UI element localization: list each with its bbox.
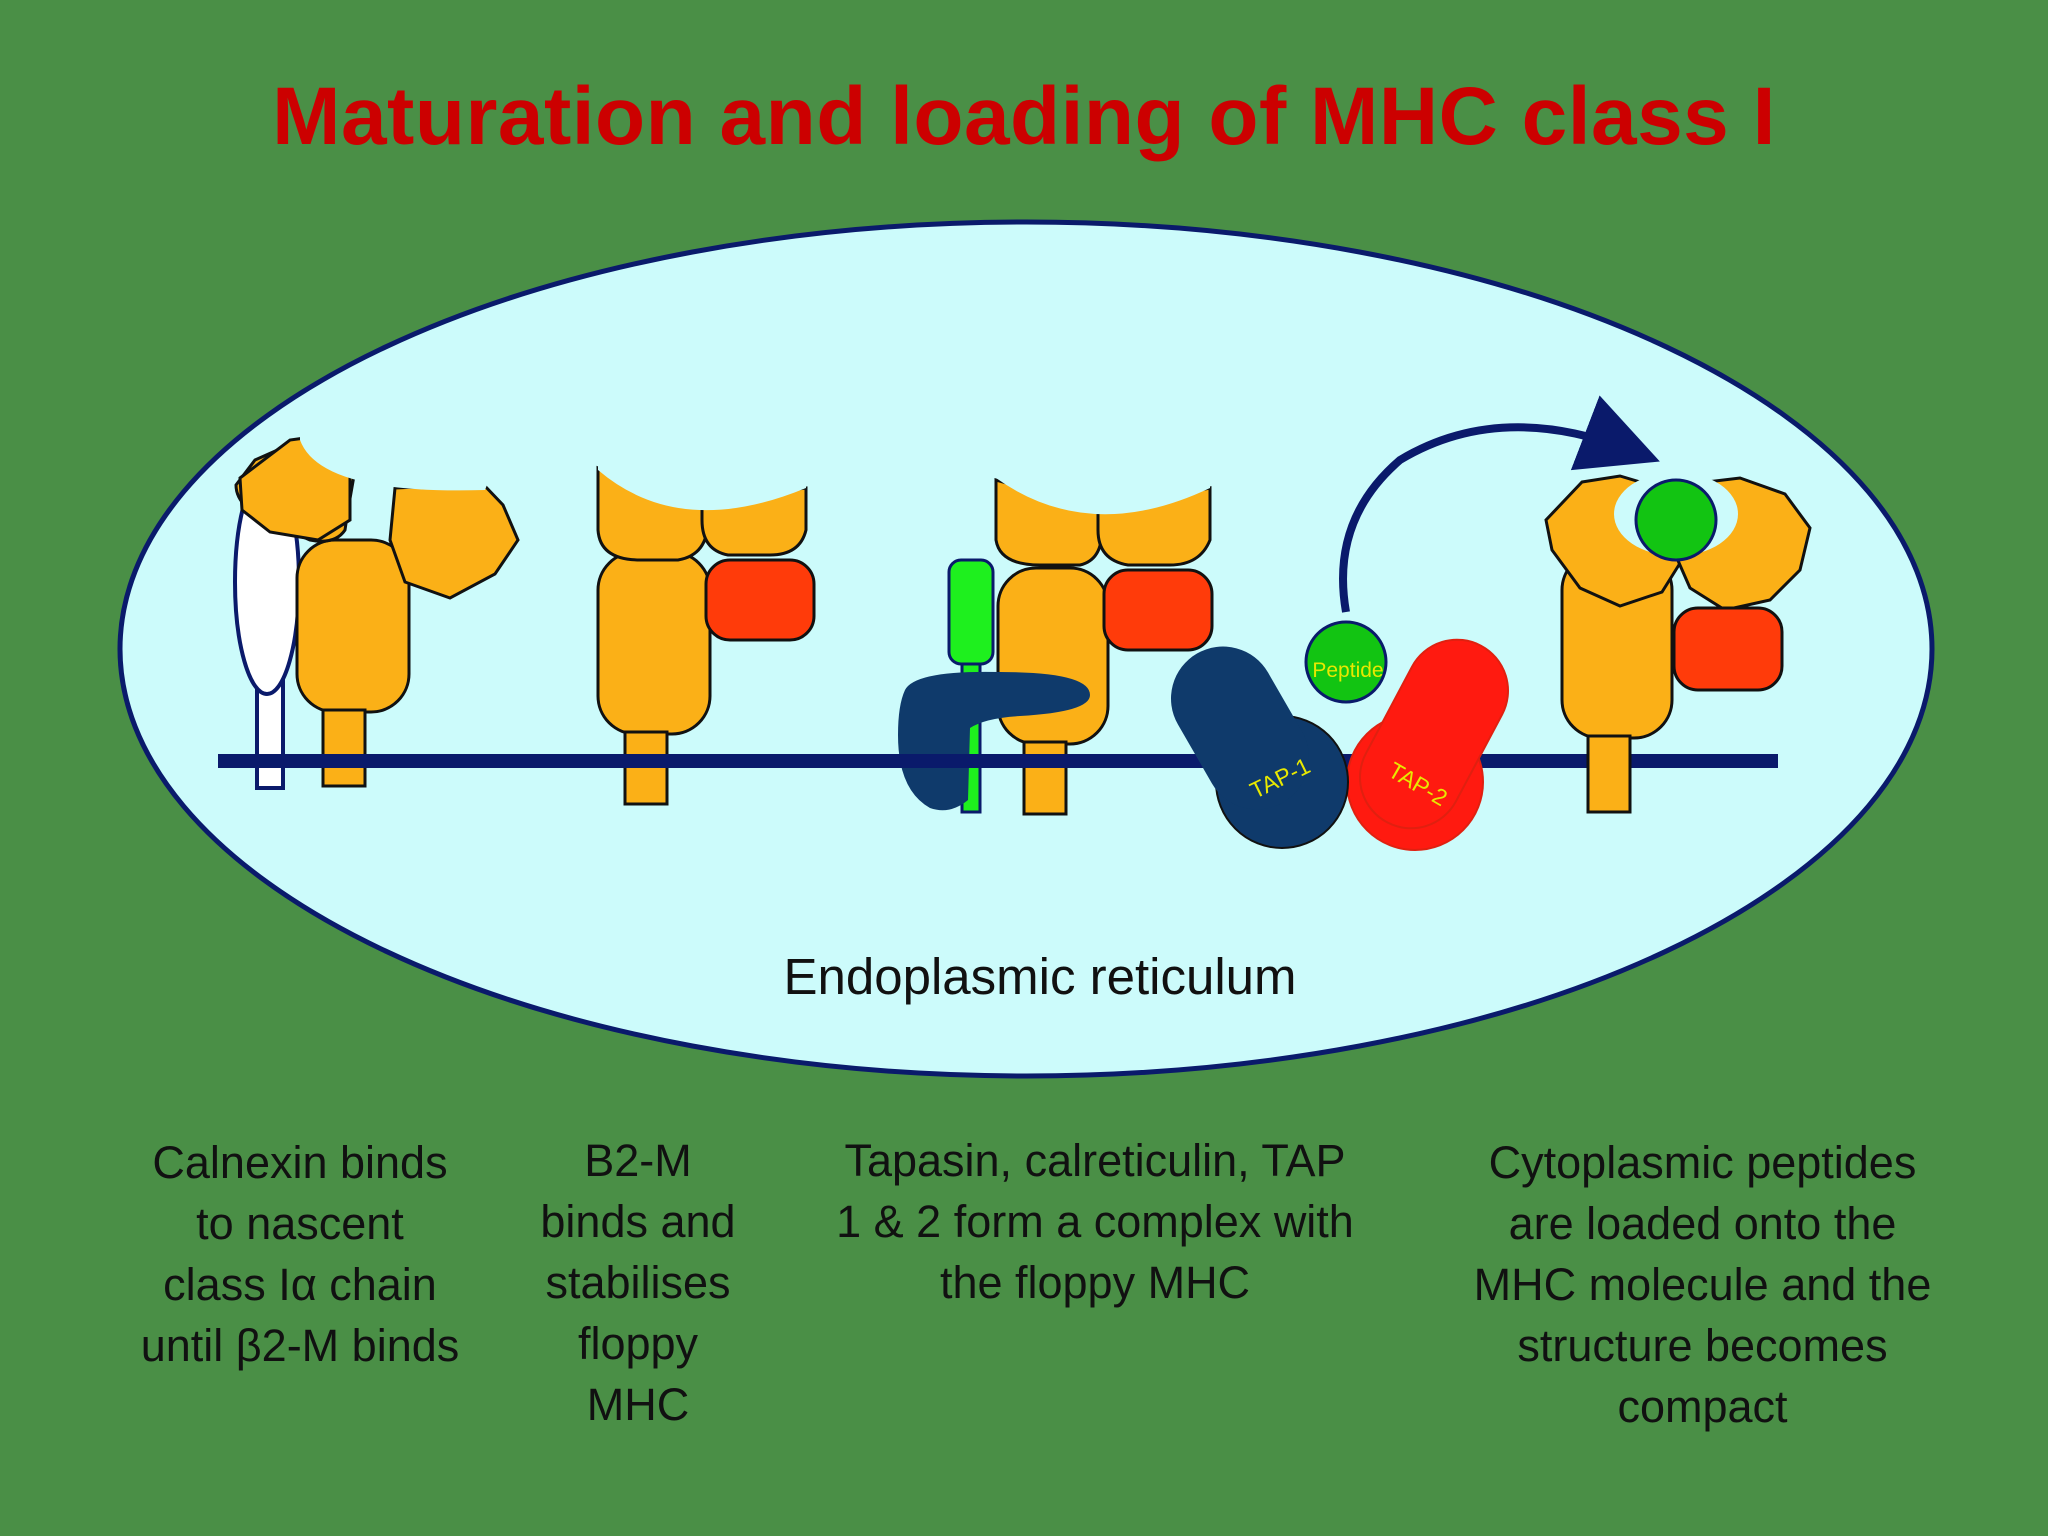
groove-2 [598, 430, 806, 511]
er-membrane [218, 754, 1778, 768]
alpha-tm-4 [1586, 734, 1632, 814]
slide-title: Maturation and loading of MHC class I [272, 71, 1776, 162]
stage-3-loading-complex [898, 440, 1214, 816]
alpha-tm-3 [1022, 740, 1068, 816]
groove-1 [300, 400, 520, 491]
tapasin [898, 671, 1090, 811]
b2m-2 [704, 558, 816, 642]
caption-stage-4: Cytoplasmic peptides are loaded onto the… [1473, 1137, 1932, 1432]
alpha3-domain-3 [996, 566, 1110, 746]
stage-4-loaded-mhc [1544, 472, 1812, 814]
alpha2-domain-1 [388, 482, 520, 600]
peptide-label: Peptide [1312, 659, 1383, 682]
stage-2-b2m-mhc [596, 430, 816, 806]
stage-1-calnexin-complex [233, 400, 520, 790]
tap2-arm [1358, 638, 1510, 830]
alpha3-domain-2 [596, 550, 712, 736]
tap1-arm [1171, 646, 1309, 810]
groove-3 [996, 440, 1210, 515]
compartment-label: Endoplasmic reticulum [783, 948, 1297, 1005]
alpha3-domain-1 [295, 538, 411, 714]
peptide-transport-arrow [1339, 395, 1660, 613]
calnexin-stalk [255, 678, 285, 790]
caption-stage-1: Calnexin binds to nascent class Iα chain… [140, 1137, 460, 1371]
bound-peptide [1634, 478, 1718, 562]
tap1-transporter: TAP-1 [1171, 646, 1349, 849]
calreticulin [947, 558, 995, 666]
b2m-3 [1102, 568, 1214, 652]
caption-stage-3: Tapasin, calreticulin, TAP 1 & 2 form a … [836, 1135, 1354, 1308]
caption-stage-2: B2-M binds and stabilises floppy MHC [540, 1135, 736, 1430]
peptide-free [1304, 620, 1388, 704]
alpha-tm-1 [321, 708, 367, 788]
b2m-4 [1672, 606, 1784, 692]
tap2-transporter: TAP-2 [1346, 638, 1510, 851]
